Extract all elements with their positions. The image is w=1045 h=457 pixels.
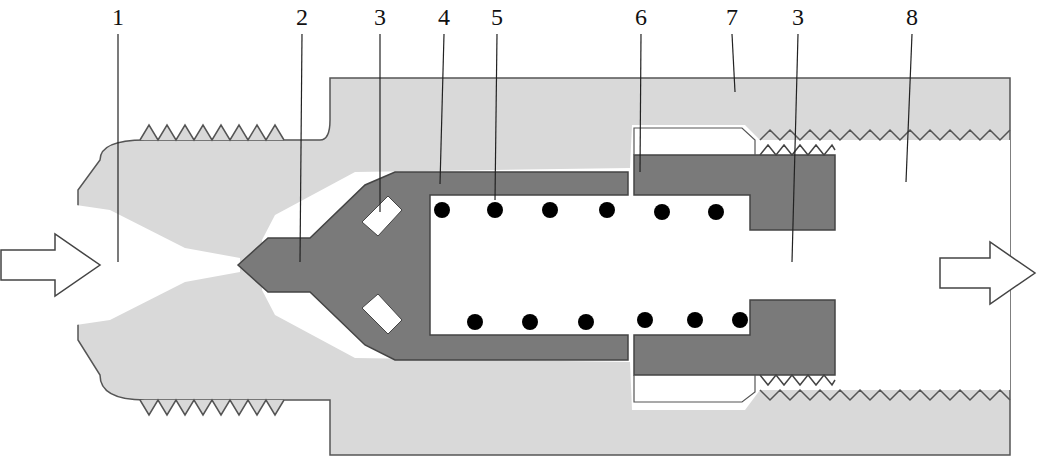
external-thread	[140, 400, 284, 415]
internal-thread	[760, 390, 1010, 400]
outlet-arrow	[940, 242, 1035, 304]
external-thread	[140, 125, 284, 140]
spring-coils	[434, 202, 748, 330]
callout-number: 2	[296, 4, 308, 30]
leader-lines	[118, 34, 912, 262]
nut-flange-outline	[634, 128, 755, 402]
callout-number: 3	[792, 4, 804, 30]
callout-number: 6	[635, 4, 647, 30]
nut-thread	[760, 145, 835, 155]
callout-number: 5	[491, 4, 503, 30]
callout-number: 7	[726, 4, 738, 30]
internal-thread	[760, 130, 1010, 140]
inlet-arrow	[1, 234, 100, 296]
callout-number: 8	[906, 4, 918, 30]
flow-hole	[362, 196, 402, 236]
callout-number: 1	[112, 4, 124, 30]
nut-thread	[760, 375, 835, 385]
retaining-nut	[634, 155, 835, 375]
callout-number: 4	[438, 4, 450, 30]
callout-number: 3	[374, 4, 386, 30]
poppet	[238, 172, 628, 360]
flow-hole	[362, 294, 402, 334]
